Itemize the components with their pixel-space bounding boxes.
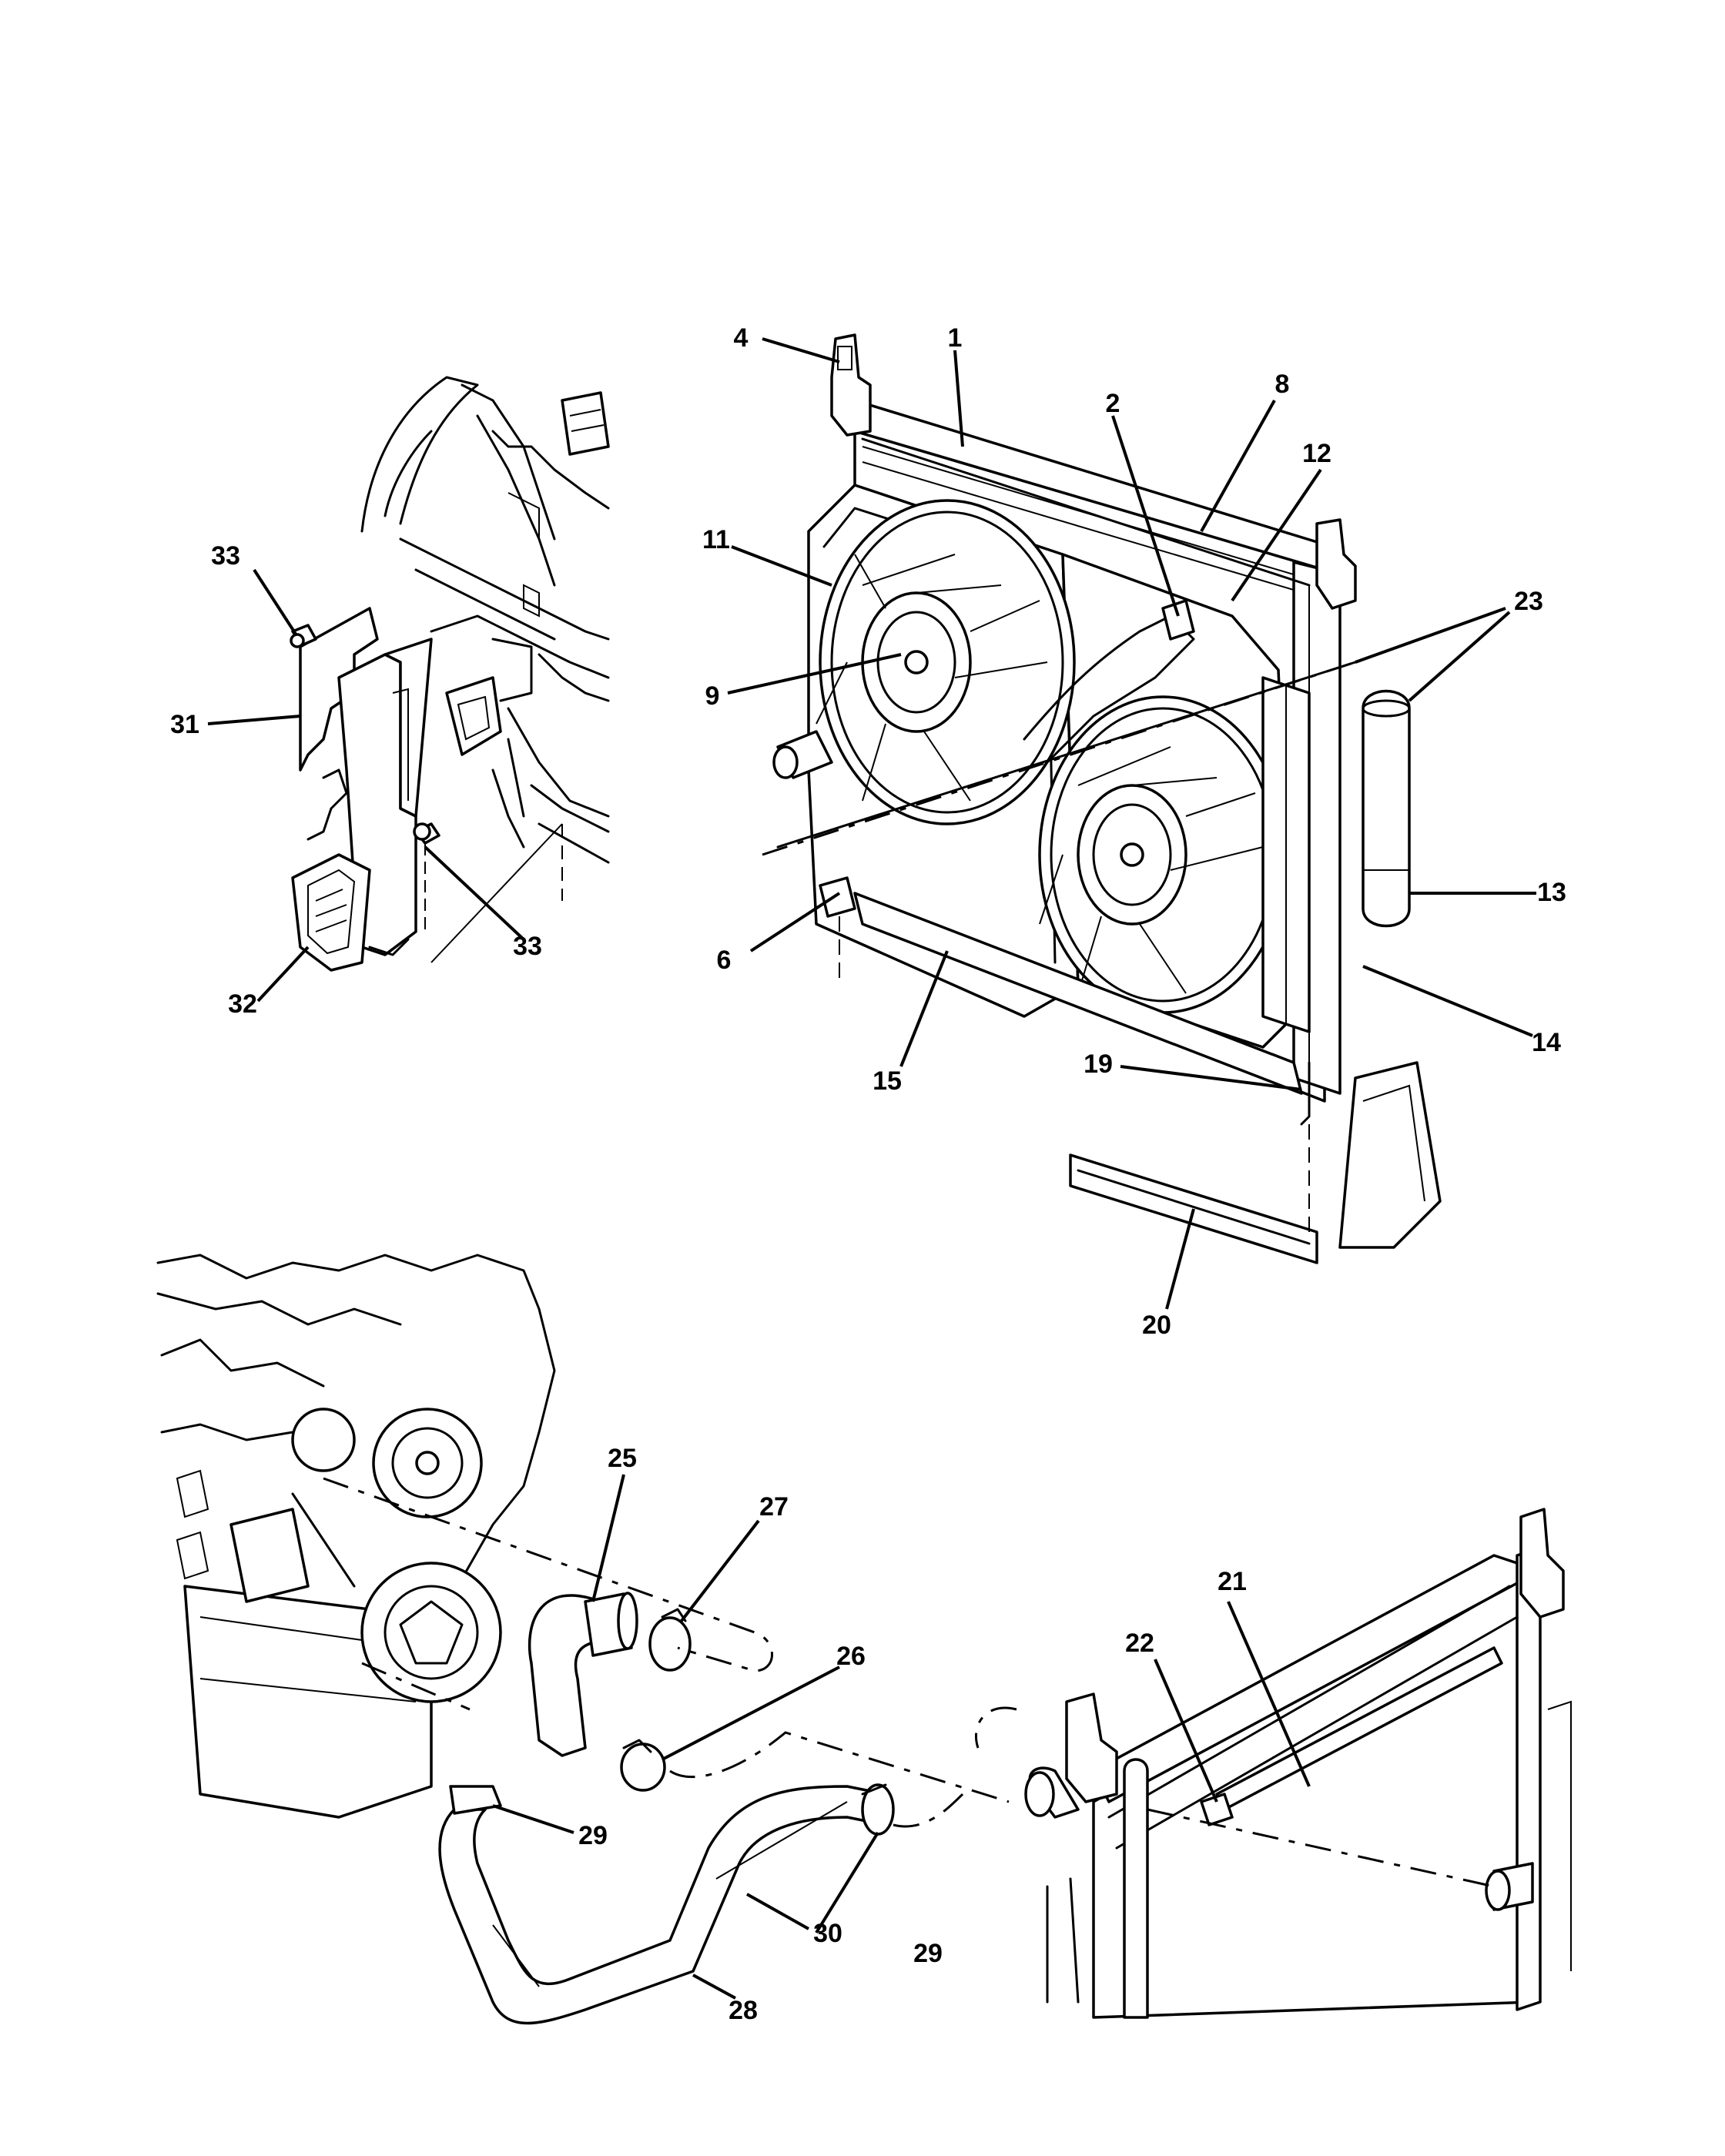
callout-14: 14 [1532, 1028, 1561, 1057]
engine-block [156, 1254, 556, 1819]
callout-27: 27 [759, 1492, 789, 1522]
view-lower-left [156, 1254, 1010, 2025]
fitting-22 [1200, 1793, 1234, 1826]
hose-clamp-26 [620, 1739, 666, 1792]
callout-13: 13 [1537, 878, 1566, 907]
callout-12: 12 [1302, 439, 1331, 468]
lower-support-20 [1069, 1061, 1442, 1264]
callout-29-left: 29 [578, 1821, 608, 1850]
upper-isolator-4 [830, 333, 1357, 610]
receiver-drier-13 [1362, 689, 1411, 928]
seal-32 [291, 853, 371, 972]
callout-15: 15 [873, 1066, 902, 1096]
condenser-14 [1261, 676, 1311, 1033]
lower-air-seal-15 [853, 892, 1303, 1095]
callout-25: 25 [608, 1444, 637, 1473]
callout-2: 2 [1106, 389, 1120, 418]
callout-labels: 1 2 4 6 8 9 11 12 13 14 15 19 20 21 22 2… [170, 323, 1566, 2025]
callout-31: 31 [170, 710, 199, 739]
fan-motor-lower [1038, 695, 1288, 1014]
callout-8: 8 [1275, 370, 1290, 399]
callout-29-right: 29 [913, 1939, 943, 1968]
hose-clamp-29-right [861, 1783, 895, 1836]
leader-lines [207, 337, 1536, 2000]
bracket-top-right [1519, 1508, 1565, 1619]
view-upper-right [762, 333, 1442, 1264]
callout-20: 20 [1142, 1311, 1171, 1340]
callout-28: 28 [729, 1996, 758, 2025]
callout-1: 1 [948, 323, 963, 353]
view-lower-right [974, 1508, 1572, 2019]
callout-9: 9 [705, 681, 720, 711]
callout-21: 21 [1218, 1567, 1247, 1596]
vehicle-front-structure [360, 376, 610, 864]
bracket-top-left [1065, 1692, 1118, 1803]
upper-hose-25 [528, 1592, 638, 1757]
lower-isolator-6 [819, 876, 856, 918]
hose-clamp-27 [648, 1608, 692, 1672]
drain-tube-19 [1300, 1061, 1311, 1126]
hose-clamp-29-left [449, 1785, 502, 1815]
fan-motor-9 [816, 499, 1076, 825]
callout-11: 11 [702, 525, 730, 554]
callout-33-lower: 33 [513, 932, 542, 961]
callout-32: 32 [228, 989, 257, 1019]
callout-19: 19 [1084, 1050, 1113, 1079]
radiator-lower-view [1092, 1546, 1542, 2019]
connector-2 [1161, 599, 1195, 641]
lower-hose-28 [438, 1785, 887, 2025]
callout-33-upper: 33 [211, 541, 240, 571]
callout-4: 4 [734, 323, 749, 353]
callout-6: 6 [717, 946, 732, 975]
callout-23: 23 [1514, 587, 1543, 616]
callout-26: 26 [836, 1642, 866, 1671]
callout-22: 22 [1125, 1629, 1154, 1658]
callout-30: 30 [813, 1919, 842, 1948]
view-upper-left [290, 376, 610, 972]
push-pin-33-lower [413, 822, 440, 932]
